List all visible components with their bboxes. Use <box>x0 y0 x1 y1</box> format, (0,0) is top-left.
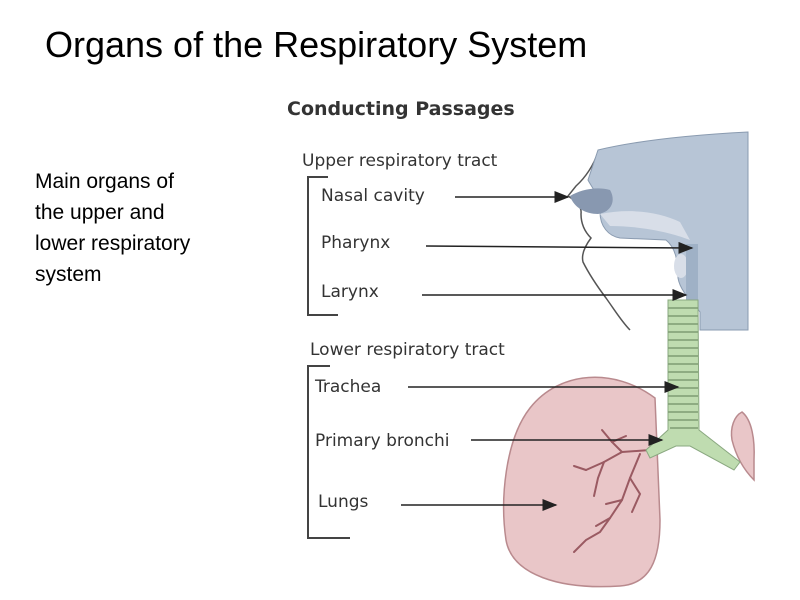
bullet-text: Main organs of the upper and lower respi… <box>35 170 191 286</box>
head-illustration <box>566 131 749 331</box>
label-lungs: Lungs <box>318 492 369 512</box>
lungs-illustration <box>502 376 755 588</box>
upper-tract-heading: Upper respiratory tract <box>302 151 498 171</box>
diagram-title: Conducting Passages <box>287 98 515 120</box>
label-primary-bronchi: Primary bronchi <box>315 431 450 451</box>
upper-tract-bracket <box>307 176 338 316</box>
label-larynx: Larynx <box>321 282 379 302</box>
trachea-illustration <box>645 299 741 471</box>
slide-title: Organs of the Respiratory System <box>45 24 588 65</box>
lower-tract-heading: Lower respiratory tract <box>310 340 505 360</box>
lower-tract-bracket <box>307 365 350 539</box>
arrow-pharynx <box>425 241 694 254</box>
label-trachea: Trachea <box>314 377 381 397</box>
label-nasal-cavity: Nasal cavity <box>321 186 425 206</box>
label-pharynx: Pharynx <box>321 233 390 253</box>
